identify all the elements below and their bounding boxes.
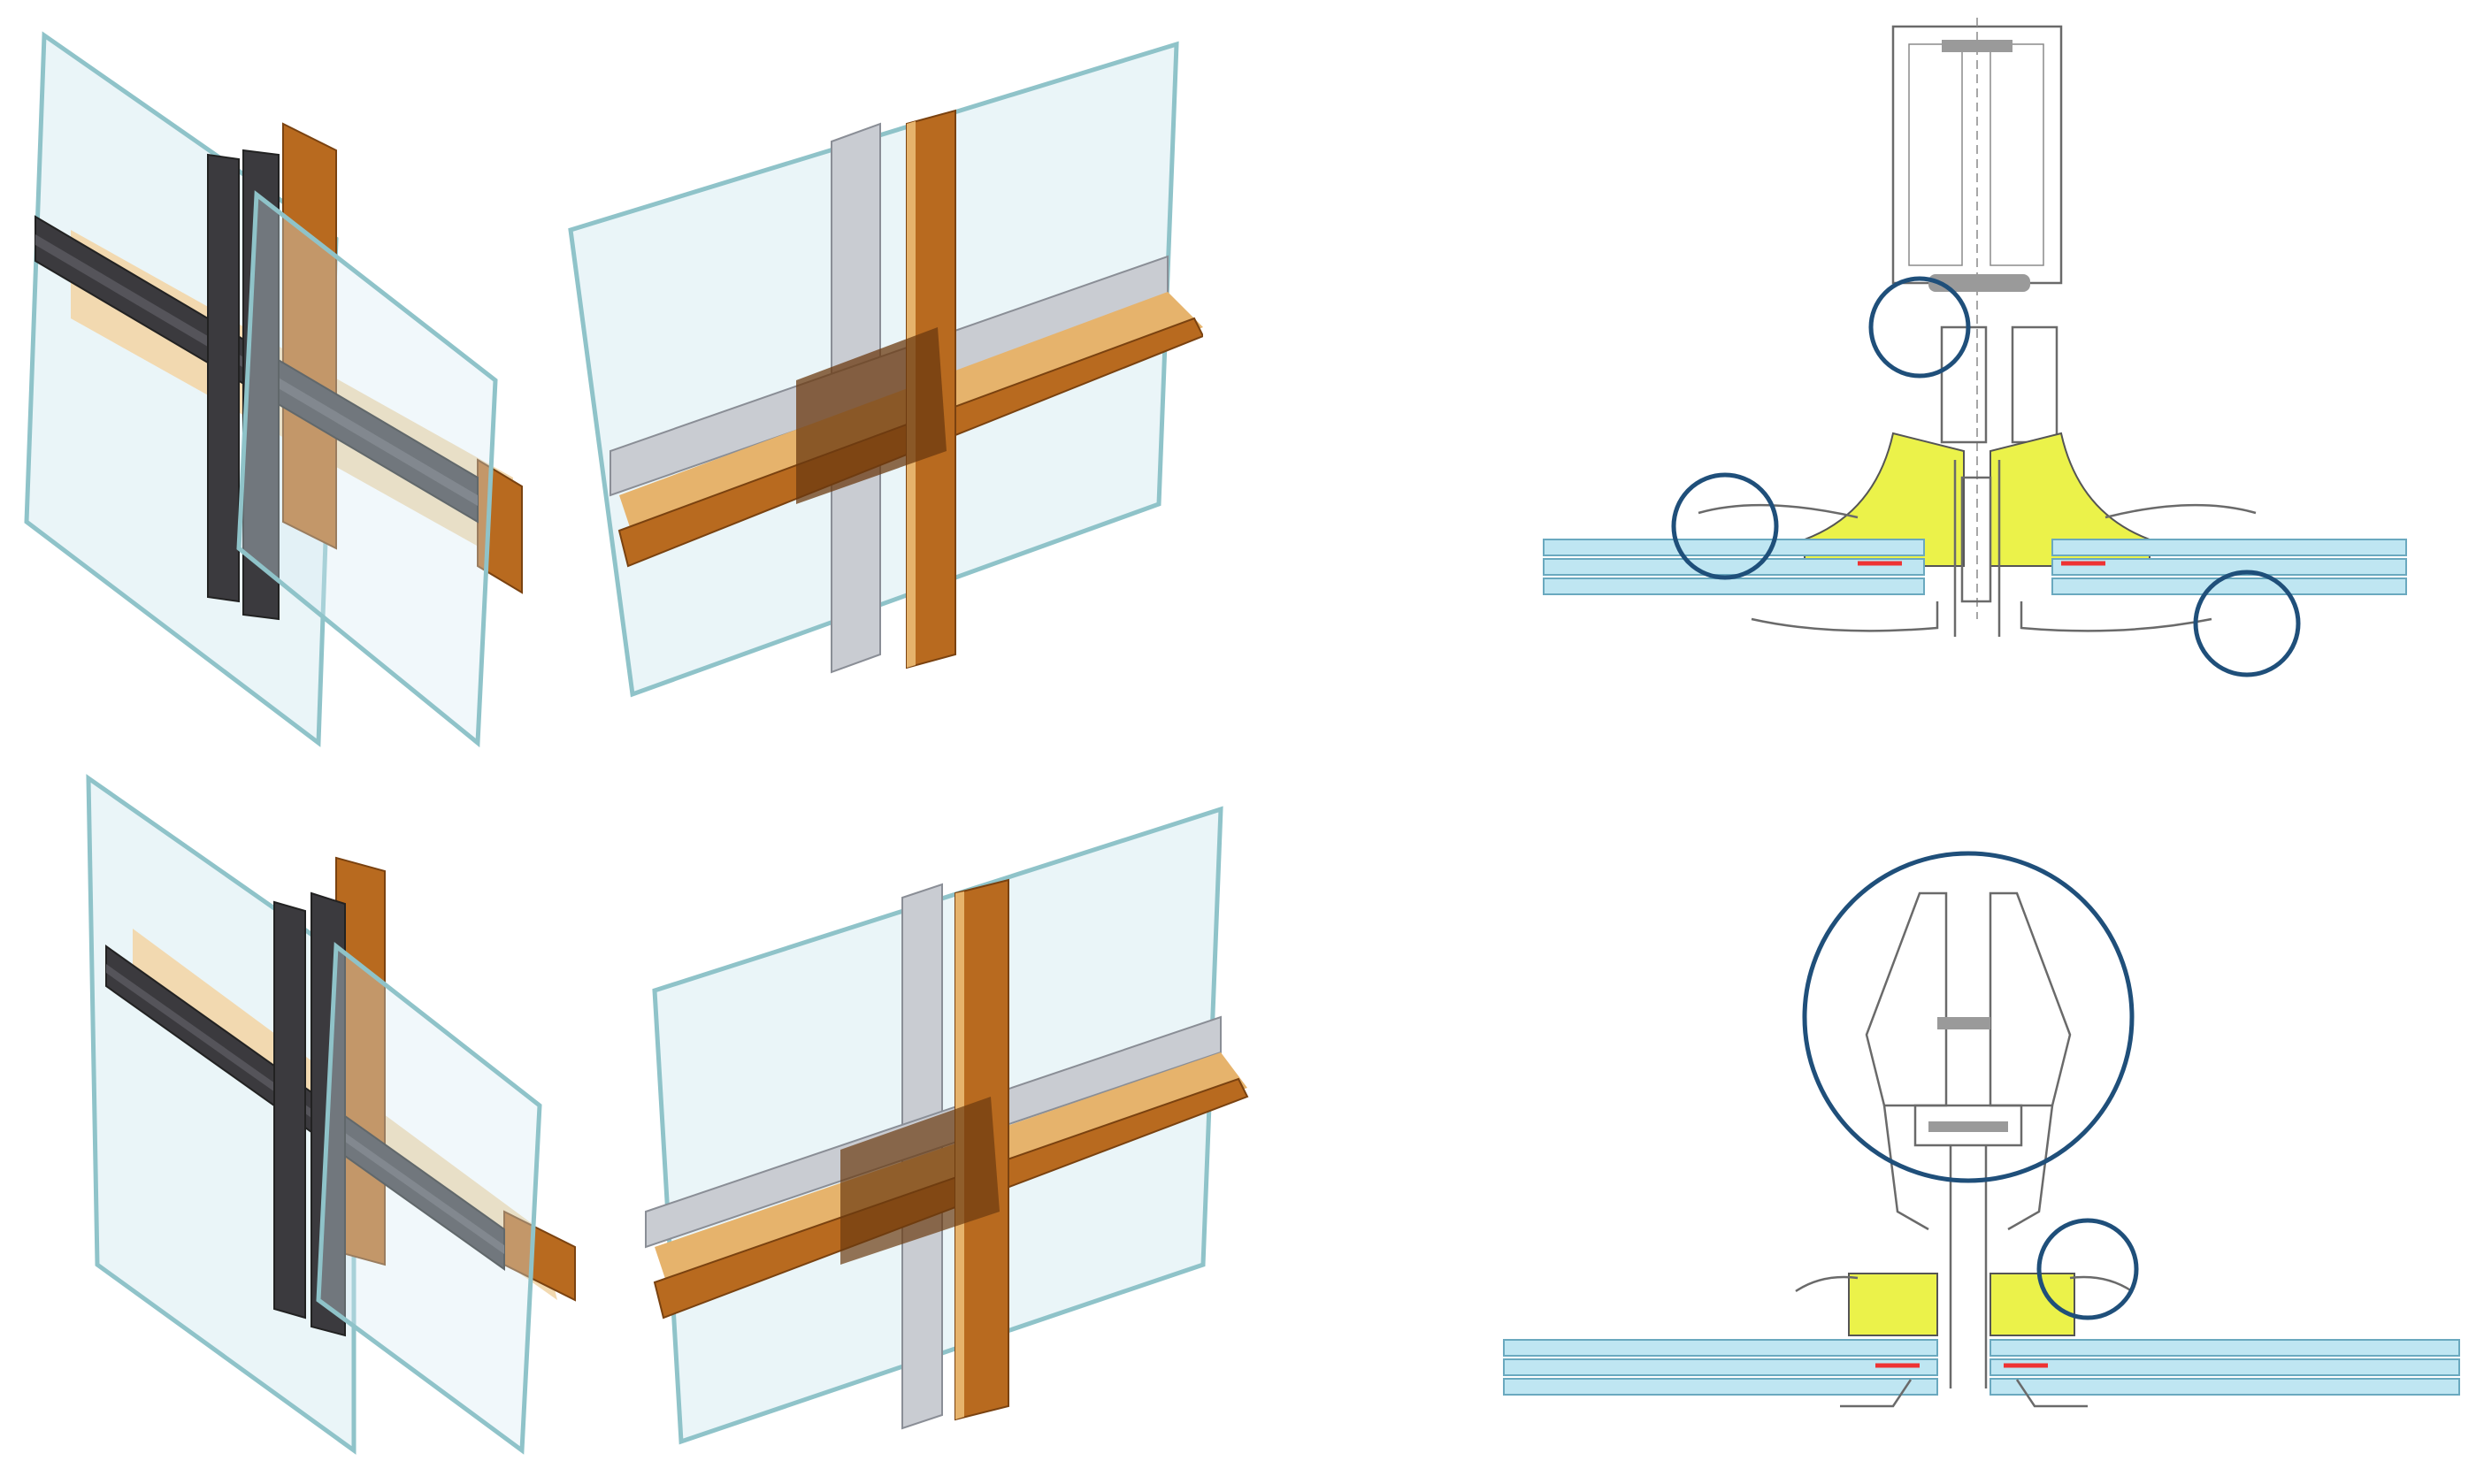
dark-mullion-left — [207, 153, 240, 603]
insulation-left — [1804, 432, 1965, 567]
highlight-circle-small — [2036, 1218, 2139, 1320]
glass-left-inner — [1543, 578, 1925, 595]
glass-left-outer — [1543, 539, 1925, 556]
dark-mullion-left — [273, 900, 306, 1320]
glass-left-inner — [1503, 1378, 1938, 1396]
glass-right-outer — [2051, 539, 2407, 556]
cap-left — [1865, 891, 1948, 1107]
cap-right — [1989, 891, 2072, 1107]
highlight-circle-left — [1671, 472, 1779, 580]
glass-right-outer — [1990, 1339, 2460, 1357]
panel-top-left-dark-mullion — [18, 18, 540, 752]
panel-top-middle-wood-mullion — [566, 35, 1203, 708]
glass-left-outer — [1503, 1339, 1938, 1357]
panel-bottom-left-dark-mullion — [80, 769, 593, 1468]
panel-bottom-middle-wood-mullion — [619, 796, 1256, 1450]
highlight-circle-right — [2193, 570, 2301, 677]
insulation-left — [1848, 1273, 1938, 1336]
panel-bottom-right-section — [1495, 840, 2468, 1424]
panel-top-right-section — [1539, 18, 2424, 690]
glass-right-inner — [1990, 1378, 2460, 1396]
highlight-circle-large — [1802, 851, 2135, 1183]
insulation-right — [1990, 1273, 2075, 1336]
highlight-circle-top — [1868, 276, 1971, 379]
glass-right-inner — [2051, 578, 2407, 595]
glass-pane-front — [236, 190, 498, 748]
glass-pane-front — [316, 942, 542, 1455]
insulation-right — [1990, 432, 2150, 567]
